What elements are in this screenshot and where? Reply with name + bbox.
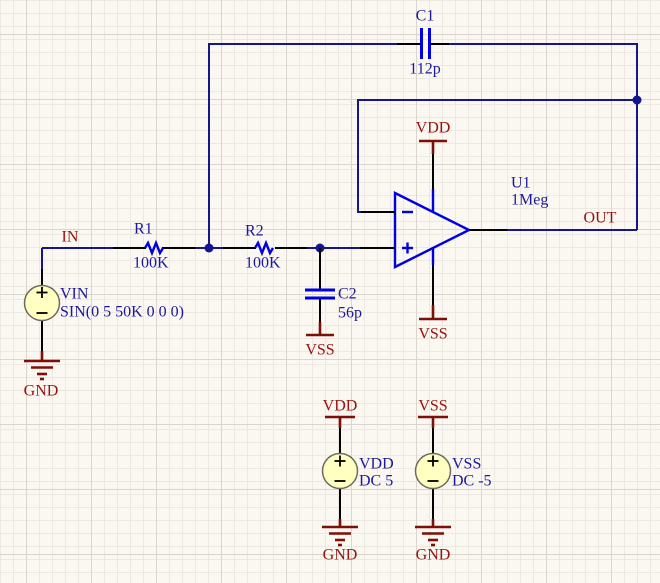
opamp-u1[interactable]: U1 1Meg	[360, 154, 548, 305]
capacitor-c2[interactable]: C2 56p	[305, 248, 362, 322]
capacitor-c1[interactable]: C1 112p	[397, 8, 449, 78]
net-label-out[interactable]: OUT	[584, 210, 617, 227]
vin-circle[interactable]	[23, 284, 61, 322]
gnd-port-vss-source[interactable]: GND	[415, 519, 451, 564]
vss-source-value: DC -5	[452, 473, 492, 490]
wire-c1-right[interactable]	[449, 43, 638, 230]
vin-designator: VIN	[60, 286, 89, 303]
vdd-source-circle[interactable]	[321, 452, 359, 490]
gnd-port-vdd-source[interactable]: GND	[322, 519, 358, 564]
wire-c1-left[interactable]	[208, 43, 397, 248]
source-vss[interactable]: VSS DC -5	[414, 428, 492, 519]
vdd-opamp-label: VDD	[416, 120, 451, 137]
net-feedback-inv[interactable]	[357, 99, 637, 213]
power-port-vss-source[interactable]: VSS	[418, 398, 448, 429]
vss-c2-label: VSS	[305, 342, 334, 359]
c1-value: 112p	[409, 61, 440, 78]
power-port-vdd-source[interactable]: VDD	[323, 398, 358, 429]
vdd-source-port-label: VDD	[323, 398, 358, 415]
gnd-vdd-label: GND	[323, 547, 358, 564]
vdd-source-designator: VDD	[359, 456, 394, 473]
power-port-vss-opamp[interactable]: VSS	[418, 305, 448, 343]
vss-opamp-label: VSS	[418, 326, 447, 343]
net-label-in[interactable]: IN	[62, 229, 79, 246]
source-vin[interactable]: VIN SIN(0 5 50K 0 0 0)	[23, 269, 185, 351]
resistor-r2[interactable]: R2 100K	[223, 223, 307, 272]
r1-designator: R1	[134, 221, 153, 238]
r1-value: 100K	[133, 255, 169, 272]
junction-dot	[204, 243, 214, 253]
c1-designator: C1	[416, 8, 435, 25]
c2-value: 56p	[338, 305, 362, 322]
resistor-r1[interactable]: R1 100K	[113, 221, 195, 272]
vss-source-designator: VSS	[452, 456, 481, 473]
vdd-source-value: DC 5	[359, 473, 393, 490]
power-port-vdd-opamp[interactable]: VDD	[416, 120, 451, 155]
vss-source-port-label: VSS	[418, 398, 447, 415]
vin-value: SIN(0 5 50K 0 0 0)	[60, 304, 184, 321]
r2-zigzag	[253, 239, 275, 257]
wire-inv-feedback[interactable]	[357, 99, 637, 213]
gnd-vin-label: GND	[24, 383, 59, 400]
power-port-vss-c2[interactable]: VSS	[305, 322, 335, 359]
r1-zigzag	[143, 239, 165, 257]
junction-dot	[632, 95, 642, 105]
source-vdd[interactable]: VDD DC 5	[321, 428, 394, 519]
c2-designator: C2	[338, 286, 357, 303]
gnd-vss-label: GND	[416, 547, 451, 564]
gnd-port-vin[interactable]: GND	[24, 351, 60, 400]
net-input[interactable]	[41, 247, 360, 269]
r2-designator: R2	[245, 223, 264, 240]
vss-source-circle[interactable]	[414, 452, 452, 490]
u1-value: 1Meg	[511, 192, 548, 209]
net-feedback-c1[interactable]	[208, 43, 638, 248]
u1-designator: U1	[511, 175, 531, 192]
r2-value: 100K	[245, 255, 281, 272]
